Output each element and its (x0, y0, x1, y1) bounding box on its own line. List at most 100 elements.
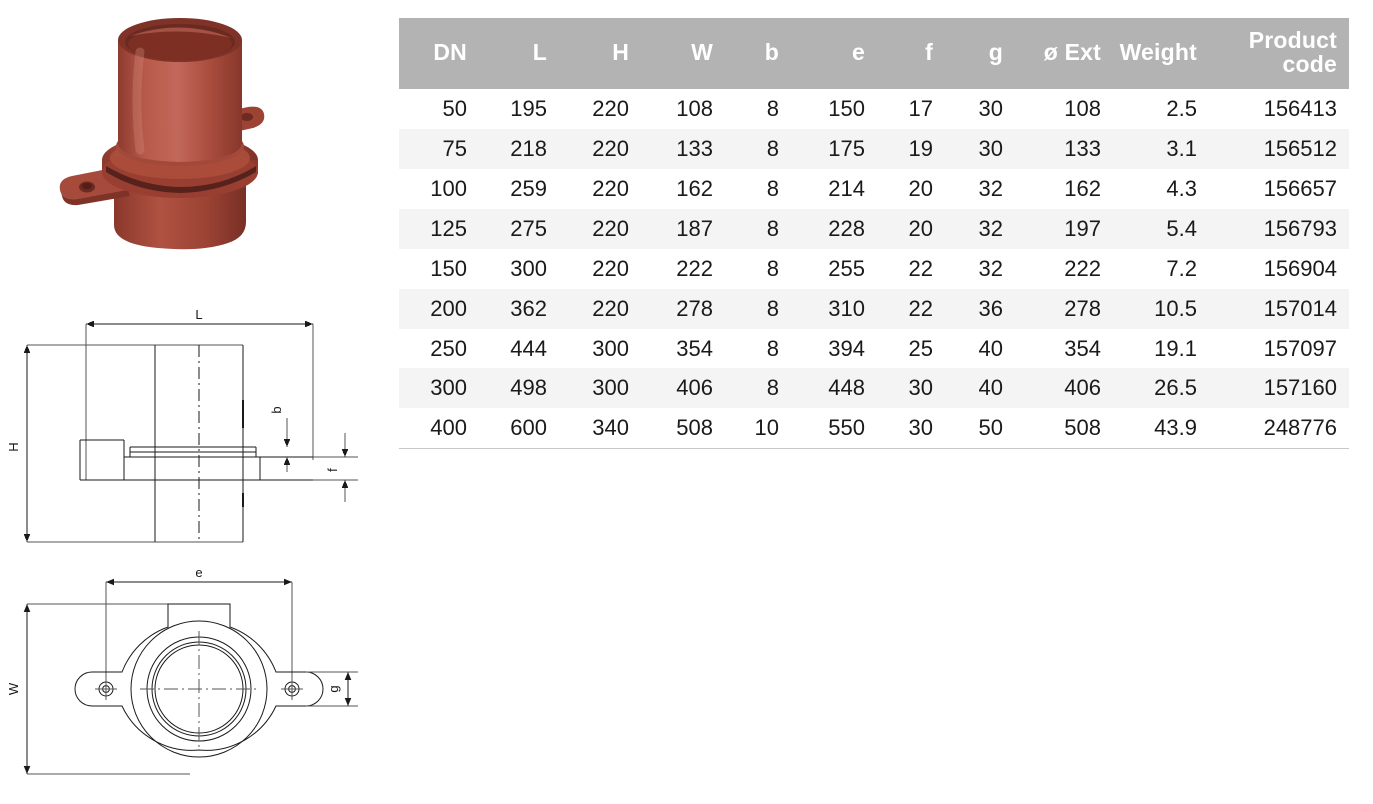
dimension-g: g (306, 671, 358, 707)
cell-ext: 354 (1064, 335, 1101, 361)
column-header-w: W (641, 18, 725, 89)
cell-g: 40 (978, 335, 1003, 361)
photo-gasket-groove (106, 166, 256, 193)
cell-f: 20 (908, 215, 933, 241)
cell-dn: 150 (430, 255, 467, 281)
cell-w: 508 (641, 408, 725, 450)
column-header-weight: Weight (1113, 18, 1209, 89)
specification-table-container: DN L H W b e f g ø Ext Weight Product co… (399, 18, 1349, 450)
dimension-label-e: e (195, 565, 202, 580)
cell-weight: 4.3 (1166, 175, 1197, 201)
cell-f: 20 (908, 175, 933, 201)
dimension-e: e (105, 565, 293, 697)
cell-code: 248776 (1209, 408, 1349, 450)
cell-code: 156512 (1263, 135, 1337, 161)
cell-l: 600 (479, 408, 559, 450)
cell-dn: 200 (430, 295, 467, 321)
cell-weight: 19.1 (1154, 335, 1197, 361)
cell-b: 8 (766, 95, 779, 121)
cell-ext: 278 (1064, 295, 1101, 321)
cell-w: 133 (676, 135, 713, 161)
cell-f: 22 (908, 295, 933, 321)
cell-weight: 26.5 (1154, 375, 1197, 401)
cell-e: 175 (828, 135, 865, 161)
cell-ext: 406 (1064, 375, 1101, 401)
cell-h: 220 (592, 175, 629, 201)
cell-dn: 250 (430, 335, 467, 361)
column-header-g: g (945, 18, 1015, 89)
cell-ext: 508 (1015, 408, 1113, 450)
cell-dn: 400 (399, 408, 479, 450)
cell-h: 300 (592, 335, 629, 361)
cell-b: 8 (766, 375, 779, 401)
cell-b: 10 (725, 408, 791, 450)
cell-weight: 43.9 (1113, 408, 1209, 450)
cell-h: 220 (592, 95, 629, 121)
cell-f: 30 (908, 375, 933, 401)
cell-g: 36 (978, 295, 1003, 321)
dimension-label-b: b (269, 406, 284, 413)
cell-l: 218 (510, 135, 547, 161)
cell-g: 50 (945, 408, 1015, 450)
dimension-f: f (313, 433, 358, 502)
cell-f: 19 (908, 135, 933, 161)
cell-ext: 162 (1064, 175, 1101, 201)
cell-b: 8 (766, 175, 779, 201)
side-view-outline (79, 345, 313, 542)
cell-e: 150 (828, 95, 865, 121)
cell-ext: 133 (1064, 135, 1101, 161)
cell-l: 498 (510, 375, 547, 401)
column-header-l: L (479, 18, 559, 89)
cell-f: 30 (877, 408, 945, 450)
cell-h: 300 (592, 375, 629, 401)
bolt-hole-left (95, 678, 117, 700)
cell-h: 220 (592, 135, 629, 161)
cell-l: 195 (510, 95, 547, 121)
cell-b: 8 (766, 295, 779, 321)
cell-weight: 5.4 (1166, 215, 1197, 241)
dimension-L: L (85, 307, 314, 480)
cell-w: 278 (676, 295, 713, 321)
cell-w: 162 (676, 175, 713, 201)
cell-dn: 75 (442, 135, 467, 161)
plan-view-drawing: e W (0, 565, 399, 804)
cell-h: 220 (592, 215, 629, 241)
cell-e: 550 (791, 408, 877, 450)
cell-h: 340 (559, 408, 641, 450)
cell-weight: 2.5 (1166, 95, 1197, 121)
cell-w: 187 (676, 215, 713, 241)
cell-dn: 125 (430, 215, 467, 241)
cell-e: 310 (828, 295, 865, 321)
dimension-W: W (6, 603, 190, 775)
photo-highlight (132, 47, 145, 155)
cell-w: 354 (676, 335, 713, 361)
cell-code: 157097 (1263, 335, 1337, 361)
cell-g: 40 (978, 375, 1003, 401)
cell-h: 220 (592, 255, 629, 281)
column-header-h: H (559, 18, 641, 89)
cell-l: 275 (510, 215, 547, 241)
cell-l: 259 (510, 175, 547, 201)
cell-b: 8 (766, 255, 779, 281)
illustrations-column: L H (0, 0, 399, 804)
cell-code: 156904 (1263, 255, 1337, 281)
cell-g: 30 (978, 135, 1003, 161)
cell-code: 157014 (1263, 295, 1337, 321)
cell-e: 214 (828, 175, 865, 201)
cell-b: 8 (766, 135, 779, 161)
table-header-row: DN L H W b e f g ø Ext Weight Product co… (399, 18, 1349, 89)
cell-b: 8 (766, 335, 779, 361)
cell-dn: 50 (442, 95, 467, 121)
cell-ext: 197 (1064, 215, 1101, 241)
cell-w: 222 (676, 255, 713, 281)
cell-dn: 100 (430, 175, 467, 201)
dimension-H: H (6, 344, 243, 543)
cell-code: 156413 (1263, 95, 1337, 121)
